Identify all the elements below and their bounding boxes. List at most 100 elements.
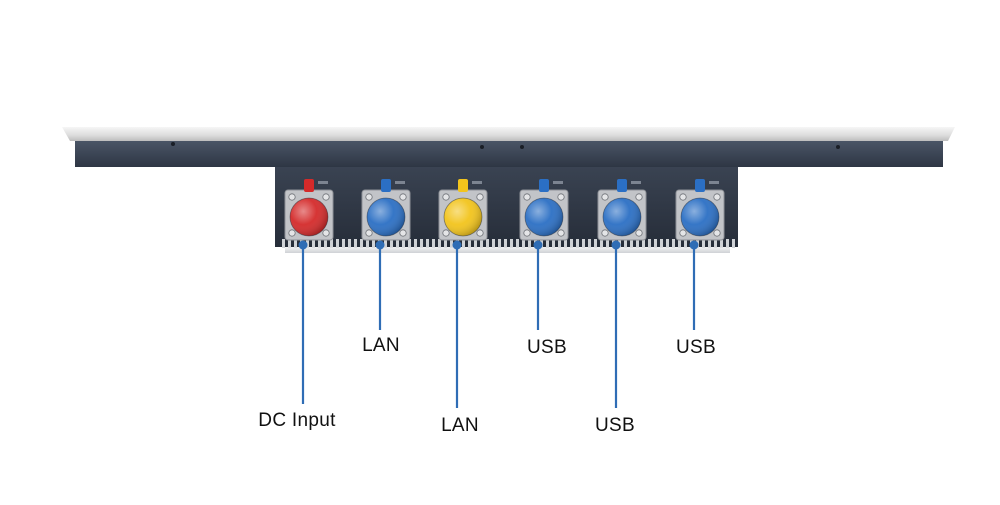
callout-dot-3 — [452, 240, 462, 250]
heatsink-fin — [420, 239, 423, 248]
heatsink-fin — [486, 239, 489, 248]
plate-screw — [476, 229, 484, 237]
heatsink-fin — [474, 239, 477, 248]
plate-screw — [557, 229, 565, 237]
heatsink-fin — [552, 239, 555, 248]
heatsink-fin — [306, 239, 309, 248]
plate-screw — [713, 193, 721, 201]
connector-6 — [675, 179, 725, 241]
callout-label-lan-2: LAN — [441, 415, 479, 436]
connector-1 — [284, 179, 334, 241]
callout-label-dc-input: DC Input — [258, 410, 336, 431]
heatsink-fin — [684, 239, 687, 248]
heatsink-fin — [282, 239, 285, 248]
plate-screw — [476, 193, 484, 201]
heatsink-fin — [498, 239, 501, 248]
connector-cap-rim — [602, 197, 642, 237]
heatsink-fin — [336, 239, 339, 248]
connector-cap-shine — [681, 198, 719, 236]
heatsink-fin — [366, 239, 369, 248]
plate-screw — [635, 193, 643, 201]
connector-5 — [597, 179, 647, 241]
screw-hole — [171, 142, 175, 146]
connector-cap-shine — [444, 198, 482, 236]
heatsink-fin — [330, 239, 333, 248]
callout-label-lan-1: LAN — [362, 335, 400, 356]
heatsink-fin — [480, 239, 483, 248]
silkscreen-mark — [553, 181, 563, 184]
connector-cap-rim — [524, 197, 564, 237]
heatsink-fin — [492, 239, 495, 248]
heatsink-fin — [588, 239, 591, 248]
connector-cap-shine — [525, 198, 563, 236]
connector-cap-rim — [443, 197, 483, 237]
callout-dot-4 — [533, 240, 543, 250]
connector-cap-rim — [680, 197, 720, 237]
callout-dot-5 — [611, 240, 621, 250]
plate-screw — [322, 193, 330, 201]
heatsink-fin — [390, 239, 393, 248]
cap-tether — [617, 179, 627, 192]
plate-screw — [399, 229, 407, 237]
heatsink-fin — [288, 239, 291, 248]
heatsink-fin — [510, 239, 513, 248]
screw-hole — [836, 145, 840, 149]
heatsink-fin — [348, 239, 351, 248]
heatsink-fin — [678, 239, 681, 248]
plate-screw — [523, 229, 531, 237]
heatsink-fin — [726, 239, 729, 248]
connector-3 — [438, 179, 488, 241]
plate-screw — [365, 193, 373, 201]
screw-hole — [480, 145, 484, 149]
heatsink-fin — [294, 239, 297, 248]
heatsink-fin — [630, 239, 633, 248]
heatsink-fin — [462, 239, 465, 248]
silkscreen-mark — [318, 181, 328, 184]
heatsink-fin — [570, 239, 573, 248]
callout-dot-6 — [689, 240, 699, 250]
plate-screw — [523, 193, 531, 201]
callout-label-usb-1: USB — [527, 337, 567, 358]
heatsink-fin — [714, 239, 717, 248]
heatsink-fin — [522, 239, 525, 248]
heatsink-fin — [360, 239, 363, 248]
connectors — [284, 179, 725, 241]
heatsink-fin — [708, 239, 711, 248]
heatsink-fin — [666, 239, 669, 248]
callout-lines — [298, 240, 699, 408]
front-bezel — [62, 127, 955, 141]
heatsink-fin — [558, 239, 561, 248]
connector-4 — [519, 179, 569, 241]
silkscreen-mark — [631, 181, 641, 184]
heatsink-fin — [426, 239, 429, 248]
heatsink-fin — [624, 239, 627, 248]
heatsink-fin — [414, 239, 417, 248]
heatsink-fin — [702, 239, 705, 248]
heatsink-fin — [564, 239, 567, 248]
cap-tether — [304, 179, 314, 192]
callout-dot-1 — [298, 240, 308, 250]
heatsink-fin — [324, 239, 327, 248]
callout-label-usb-3: USB — [676, 337, 716, 358]
plate-screw — [442, 229, 450, 237]
cap-tether — [458, 179, 468, 192]
heatsink-fin — [600, 239, 603, 248]
cap-tether — [695, 179, 705, 192]
heatsink-fin — [402, 239, 405, 248]
heatsink-fin — [582, 239, 585, 248]
heatsink-fin — [576, 239, 579, 248]
io-box-body — [275, 167, 738, 247]
heatsink-fin — [528, 239, 531, 248]
heatsink-fin — [354, 239, 357, 248]
heatsink-fin — [408, 239, 411, 248]
connector-2 — [361, 179, 411, 241]
plate-screw — [557, 193, 565, 201]
heatsink-fin — [636, 239, 639, 248]
io-box — [275, 167, 738, 253]
plate-screw — [322, 229, 330, 237]
connector-cap-rim — [366, 197, 406, 237]
silkscreen-mark — [395, 181, 405, 184]
rear-housing — [75, 141, 943, 167]
plate-screw — [601, 193, 609, 201]
